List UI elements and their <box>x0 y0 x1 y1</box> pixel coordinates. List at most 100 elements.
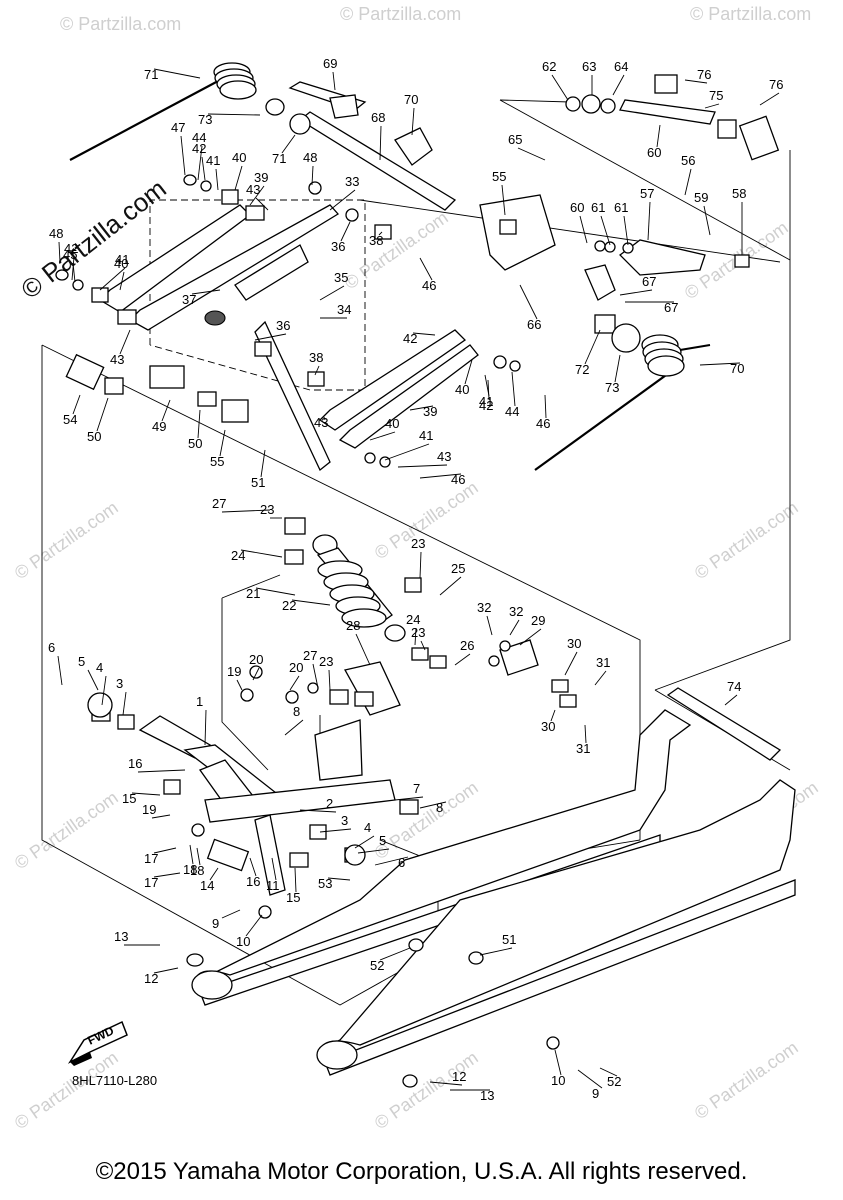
leader-line <box>71 256 75 281</box>
callout-38: 38 <box>309 350 323 365</box>
leader-line <box>119 271 125 291</box>
callout-40: 40 <box>455 382 469 397</box>
callout-9: 9 <box>212 916 219 931</box>
callout-43: 43 <box>314 415 328 430</box>
leader-line <box>486 615 493 636</box>
leader-line <box>584 724 587 744</box>
leader-line <box>153 967 179 974</box>
leader-line <box>191 289 221 295</box>
leader-line <box>332 71 336 91</box>
callout-74: 74 <box>727 679 741 694</box>
leader-line <box>684 79 708 84</box>
leader-line <box>379 125 382 161</box>
watermark: © Partzilla.com <box>371 477 482 563</box>
callout-73: 73 <box>198 112 212 127</box>
leader-line <box>369 431 396 441</box>
leader-line <box>137 769 186 773</box>
callout-59: 59 <box>694 190 708 205</box>
callout-50: 50 <box>188 436 202 451</box>
callout-10: 10 <box>551 1073 565 1088</box>
leader-line <box>357 848 390 854</box>
leader-line <box>612 74 625 96</box>
leader-line <box>96 397 109 432</box>
leader-line <box>419 473 462 479</box>
leader-line <box>219 429 226 457</box>
leader-line <box>374 856 409 866</box>
callout-9: 9 <box>592 1086 599 1101</box>
callout-52: 52 <box>370 958 384 973</box>
leader-line <box>414 627 417 646</box>
diagram-code: 8HL7110-L280 <box>72 1073 157 1088</box>
leader-line <box>509 619 520 636</box>
callout-76: 76 <box>697 67 711 82</box>
callout-14: 14 <box>200 878 214 893</box>
callout-40: 40 <box>385 416 399 431</box>
callout-3: 3 <box>341 813 348 828</box>
leader-line <box>412 332 436 336</box>
callout-61: 61 <box>591 200 605 215</box>
callout-17: 17 <box>144 875 158 890</box>
callout-38: 38 <box>369 233 383 248</box>
torsion-spring-right <box>534 334 711 471</box>
callout-40: 40 <box>114 256 128 271</box>
callout-4: 4 <box>364 820 371 835</box>
callout-41: 41 <box>206 153 220 168</box>
callout-8: 8 <box>436 800 443 815</box>
leader-line <box>724 694 738 706</box>
callout-42: 42 <box>479 398 493 413</box>
leader-line <box>429 1081 463 1086</box>
leader-line <box>311 165 314 186</box>
callout-63: 63 <box>582 59 596 74</box>
leader-line <box>201 156 206 181</box>
callout-67: 67 <box>664 300 678 315</box>
leader-line <box>519 284 538 320</box>
callout-3: 3 <box>116 676 123 691</box>
leader-line <box>340 221 351 242</box>
callout-41: 41 <box>479 394 493 409</box>
leader-line <box>647 201 651 241</box>
callout-18: 18 <box>190 863 204 878</box>
leader-line <box>759 92 780 106</box>
leader-line <box>221 509 271 513</box>
callout-40: 40 <box>232 150 246 165</box>
leader-line <box>234 165 243 191</box>
callout-65: 65 <box>508 132 522 147</box>
callout-13: 13 <box>480 1088 494 1103</box>
callout-69: 69 <box>323 56 337 71</box>
callout-32: 32 <box>477 600 491 615</box>
callout-23: 23 <box>319 654 333 669</box>
callout-73: 73 <box>605 380 619 395</box>
leader-lines <box>57 68 780 1091</box>
callout-21: 21 <box>246 586 260 601</box>
callout-70: 70 <box>404 92 418 107</box>
callout-54: 54 <box>63 412 77 427</box>
leader-line <box>600 215 611 246</box>
leader-line <box>252 667 260 681</box>
leader-line <box>271 857 277 881</box>
callout-23: 23 <box>411 536 425 551</box>
callout-26: 26 <box>460 638 474 653</box>
callout-60: 60 <box>570 200 584 215</box>
callout-72: 72 <box>575 362 589 377</box>
callout-51: 51 <box>251 475 265 490</box>
leader-line <box>249 185 265 206</box>
watermark: © Partzilla.com <box>691 497 802 583</box>
callout-12: 12 <box>144 971 158 986</box>
callout-46: 46 <box>451 472 465 487</box>
callout-42: 42 <box>64 241 78 256</box>
torsion-spring-left <box>69 62 257 161</box>
callout-6: 6 <box>398 855 405 870</box>
callout-71: 71 <box>272 151 286 166</box>
callout-53: 53 <box>318 876 332 891</box>
callout-24: 24 <box>406 612 420 627</box>
leader-line <box>153 68 201 79</box>
leader-line <box>397 464 448 468</box>
leader-line <box>319 828 352 833</box>
leader-line <box>619 289 653 296</box>
callout-66: 66 <box>527 317 541 332</box>
leader-line <box>240 549 283 558</box>
callout-71: 71 <box>144 67 158 82</box>
leader-line <box>207 113 261 116</box>
callout-36: 36 <box>276 318 290 333</box>
callout-30: 30 <box>567 636 581 651</box>
